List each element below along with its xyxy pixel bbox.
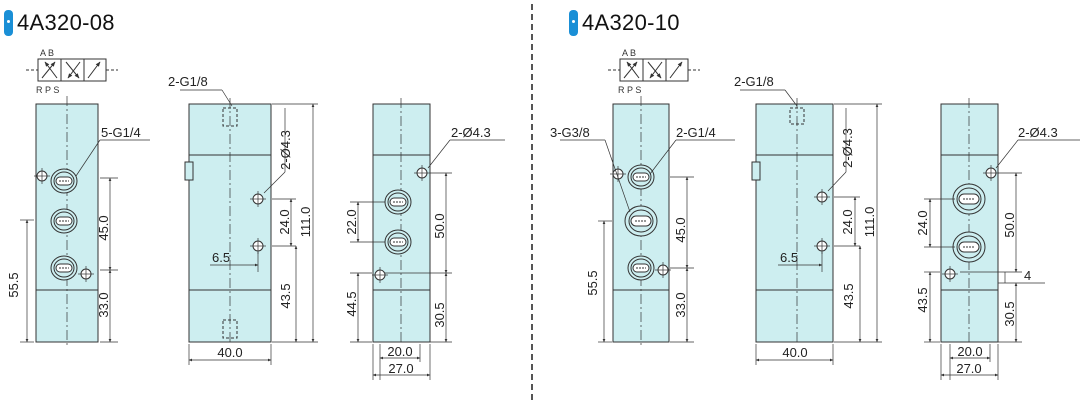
- port-thread-a-label: 3-G3/8: [550, 125, 590, 140]
- side-thread-label: 2-G1/8: [734, 74, 774, 89]
- end-view-right: 2-Ø4.3 24.0 50.0 4 30.5 43.5 20.0 27.0: [915, 98, 1080, 380]
- side-hole-label: 2-Ø4.3: [278, 130, 293, 170]
- location-pin-icon: [4, 10, 13, 36]
- dim-43-5: 43.5: [841, 283, 856, 308]
- dim-40: 40.0: [217, 345, 242, 360]
- dim-45: 45.0: [96, 215, 111, 240]
- dim-50: 50.0: [1002, 212, 1017, 237]
- side-view-right: 2-G1/8 2-Ø4.3 24.0 111.0 43.5 6.5 40.0: [734, 74, 882, 365]
- dim-44-5: 44.5: [344, 291, 359, 316]
- dim-20: 20.0: [957, 344, 982, 359]
- side-thread-label: 2-G1/8: [168, 74, 208, 89]
- end-hole-label: 2-Ø4.3: [1018, 125, 1058, 140]
- dim-55-5: 55.5: [6, 272, 21, 297]
- front-view-left: 5-G1/4 45.0 33.0 55.5: [6, 96, 150, 345]
- dim-24: 24.0: [840, 209, 855, 234]
- dim-45: 45.0: [673, 217, 688, 242]
- title-left: 4A320-08: [4, 8, 115, 38]
- dim-111: 111.0: [862, 207, 877, 238]
- dim-22: 22.0: [344, 209, 359, 234]
- side-hole-label: 2-Ø4.3: [840, 128, 855, 168]
- port-thread-label: 5-G1/4: [101, 125, 141, 140]
- symbol-bottom-label: R P S: [618, 85, 641, 95]
- dim-111: 111.0: [298, 207, 313, 238]
- symbol-top-label: A B: [40, 48, 54, 58]
- title-right: 4A320-10: [569, 8, 680, 38]
- valve-symbol-left: A B R P S: [26, 48, 118, 95]
- end-view-left: 2-Ø4.3 22.0 50.0 30.5 44.5 20.0 27.0: [344, 98, 505, 380]
- dim-24: 24.0: [277, 209, 292, 234]
- dim-33: 33.0: [673, 292, 688, 317]
- dim-55-5: 55.5: [585, 270, 600, 295]
- dim-20: 20.0: [387, 344, 412, 359]
- dim-40: 40.0: [782, 345, 807, 360]
- port-thread-b-label: 2-G1/4: [676, 125, 716, 140]
- dim-43-5: 43.5: [915, 287, 930, 312]
- dim-30-5: 30.5: [432, 302, 447, 327]
- section-divider: [531, 4, 533, 400]
- valve-symbol-right: A B R P S: [608, 48, 700, 95]
- side-view-left: 2-G1/8 2-Ø4.3 24.0 111.0 43.5 6.5 40.0: [168, 74, 318, 365]
- front-view-right: 3-G3/8 2-G1/4 45.0 33.0 55.5: [550, 96, 735, 345]
- dim-27: 27.0: [388, 361, 413, 376]
- symbol-top-label: A B: [622, 48, 636, 58]
- dim-50: 50.0: [432, 213, 447, 238]
- dim-6-5: 6.5: [780, 250, 798, 265]
- end-hole-label: 2-Ø4.3: [451, 125, 491, 140]
- dim-27: 27.0: [956, 361, 981, 376]
- model-title-left: 4A320-08: [17, 10, 115, 35]
- dim-43-5: 43.5: [278, 283, 293, 308]
- model-title-right: 4A320-10: [582, 10, 680, 35]
- dim-33: 33.0: [96, 292, 111, 317]
- dim-6-5: 6.5: [212, 250, 230, 265]
- dim-4: 4: [1024, 268, 1031, 283]
- dim-24: 24.0: [915, 210, 930, 235]
- location-pin-icon: [569, 10, 578, 36]
- dim-30-5: 30.5: [1002, 301, 1017, 326]
- symbol-bottom-label: R P S: [36, 85, 59, 95]
